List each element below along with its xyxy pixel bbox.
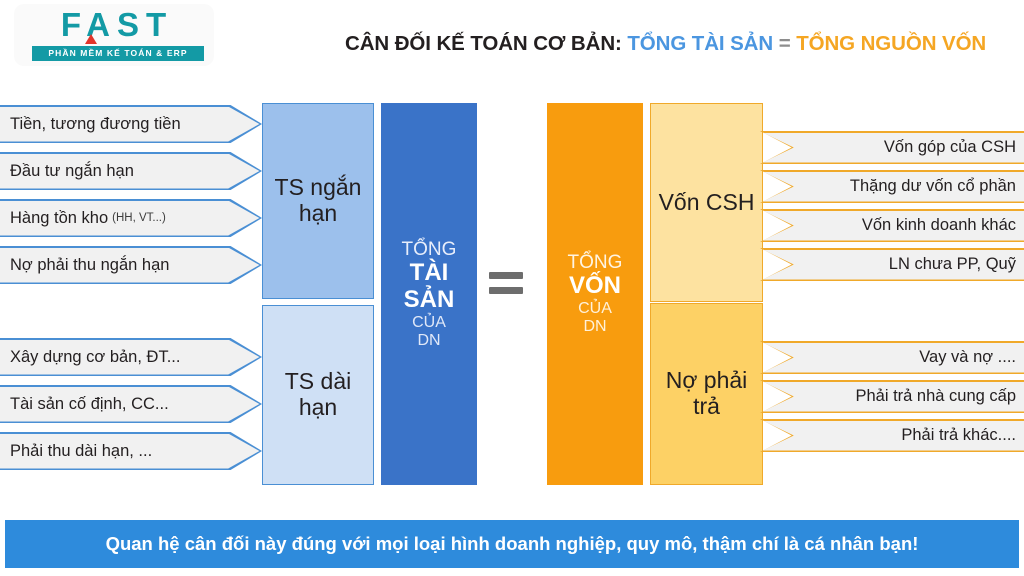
left-label-text: Xây dựng cơ bản, ĐT... [10, 338, 222, 376]
label-main: Xây dựng cơ bản, ĐT... [10, 347, 181, 366]
total-assets-line-1: TỔNG [401, 238, 457, 260]
right-label-text: Vay và nợ .... [919, 348, 1016, 366]
chevron-fill [0, 386, 260, 422]
logo-wordmark: FAST [60, 6, 174, 43]
left-label-text: Hàng tồn kho (HH, VT...) [10, 199, 222, 237]
chevron-fill [762, 420, 1024, 451]
title-orange-part: TỔNG NGUỒN VỐN [796, 32, 987, 55]
chevron-fill [762, 381, 1024, 412]
list-item: Vay và nợ .... [760, 341, 1024, 374]
left-label-text: Nợ phải thu ngắn hạn [10, 246, 222, 284]
chevron-fill [762, 132, 1024, 163]
total-capital-line-1: TỔNG [567, 252, 623, 274]
box-owner-equity-label: Vốn CSH [658, 188, 755, 215]
right-label-text: Phải trả khác.... [901, 426, 1016, 444]
list-item: Phải thu dài hạn, ... [0, 432, 262, 470]
box-short-term-assets-label: TS ngắn hạn [274, 174, 362, 226]
list-item: Xây dựng cơ bản, ĐT... [0, 338, 262, 376]
chevron-fill [0, 200, 260, 236]
list-item: Phải trả khác.... [760, 419, 1024, 452]
label-main: Tiền, tương đương tiền [10, 114, 181, 133]
chevron-fill [762, 249, 1024, 280]
total-capital-line-2: VỐN [568, 272, 621, 300]
chevron-fill [0, 433, 260, 469]
list-item: Thặng dư vốn cổ phần [760, 170, 1024, 203]
equals-bar-top [489, 272, 523, 279]
right-label-text: LN chưa PP, Quỹ [888, 255, 1016, 273]
list-item: LN chưa PP, Quỹ [760, 248, 1024, 281]
box-owner-equity: Vốn CSH [650, 103, 763, 302]
title-black-part: CÂN ĐỐI KẾ TOÁN CƠ BẢN: [345, 32, 622, 55]
page-title: CÂN ĐỐI KẾ TOÁN CƠ BẢN: TỔNG TÀI SẢN = T… [345, 32, 1024, 56]
total-capital-line-3: CỦA [578, 300, 612, 318]
list-item: Tiền, tương đương tiền [0, 105, 262, 143]
list-item: Tài sản cố định, CC... [0, 385, 262, 423]
chevron-fill [762, 210, 1024, 241]
total-capital-line-4: DN [583, 318, 607, 336]
label-sub: (HH, VT...) [112, 212, 166, 224]
label-main: Tài sản cố định, CC... [10, 394, 169, 413]
left-label-text: Tiền, tương đương tiền [10, 105, 222, 143]
total-assets-line-5: DN [417, 331, 441, 349]
total-assets-line-3: SẢN [403, 285, 455, 313]
chevron-fill [0, 106, 260, 142]
box-total-assets: TỔNG TÀI SẢN CỦA DN [381, 103, 477, 485]
box-liabilities: Nợ phải trả [650, 303, 763, 485]
right-label-text: Vốn kinh doanh khác [861, 216, 1016, 234]
chevron-fill [762, 342, 1024, 373]
list-item: Vốn kinh doanh khác [760, 209, 1024, 242]
equals-bar-bottom [489, 287, 523, 294]
right-label-text: Phải trả nhà cung cấp [855, 387, 1016, 405]
right-label-text: Thặng dư vốn cổ phần [849, 177, 1016, 195]
box-total-capital: TỔNG VỐN CỦA DN [547, 103, 643, 485]
bottom-banner: Quan hệ cân đối này đúng với mọi loại hì… [5, 520, 1019, 568]
title-blue-part: TỔNG TÀI SẢN [627, 32, 774, 55]
list-item: Nợ phải thu ngắn hạn [0, 246, 262, 284]
list-item: Hàng tồn kho (HH, VT...) [0, 199, 262, 237]
total-assets-line-2: TÀI [409, 258, 449, 286]
box-long-term-assets-label: TS dài hạn [284, 368, 352, 420]
total-assets-line-4: CỦA [412, 313, 446, 331]
label-main: Đầu tư ngắn hạn [10, 161, 134, 180]
logo-tagline: PHẦN MỀM KẾ TOÁN & ERP [32, 46, 204, 61]
chevron-fill [762, 171, 1024, 202]
chevron-fill [0, 247, 260, 283]
left-label-text: Phải thu dài hạn, ... [10, 432, 222, 470]
bottom-banner-text: Quan hệ cân đối này đúng với mọi loại hì… [105, 533, 919, 554]
right-label-text: Vốn góp của CSH [883, 138, 1016, 156]
equals-icon [489, 262, 523, 304]
title-equals: = [778, 32, 791, 55]
box-liabilities-label: Nợ phải trả [665, 367, 748, 419]
chevron-fill [0, 153, 260, 189]
chevron-fill [0, 339, 260, 375]
left-label-text: Đầu tư ngắn hạn [10, 152, 222, 190]
label-main: Phải thu dài hạn, ... [10, 441, 153, 460]
fast-logo: FAST PHẦN MỀM KẾ TOÁN & ERP [14, 4, 214, 66]
box-short-term-assets: TS ngắn hạn [262, 103, 374, 299]
logo-triangle-icon [85, 34, 97, 44]
list-item: Phải trả nhà cung cấp [760, 380, 1024, 413]
box-long-term-assets: TS dài hạn [262, 305, 374, 485]
label-main: Nợ phải thu ngắn hạn [10, 255, 170, 274]
left-label-text: Tài sản cố định, CC... [10, 385, 222, 423]
list-item: Vốn góp của CSH [760, 131, 1024, 164]
label-main: Hàng tồn kho [10, 208, 109, 227]
list-item: Đầu tư ngắn hạn [0, 152, 262, 190]
